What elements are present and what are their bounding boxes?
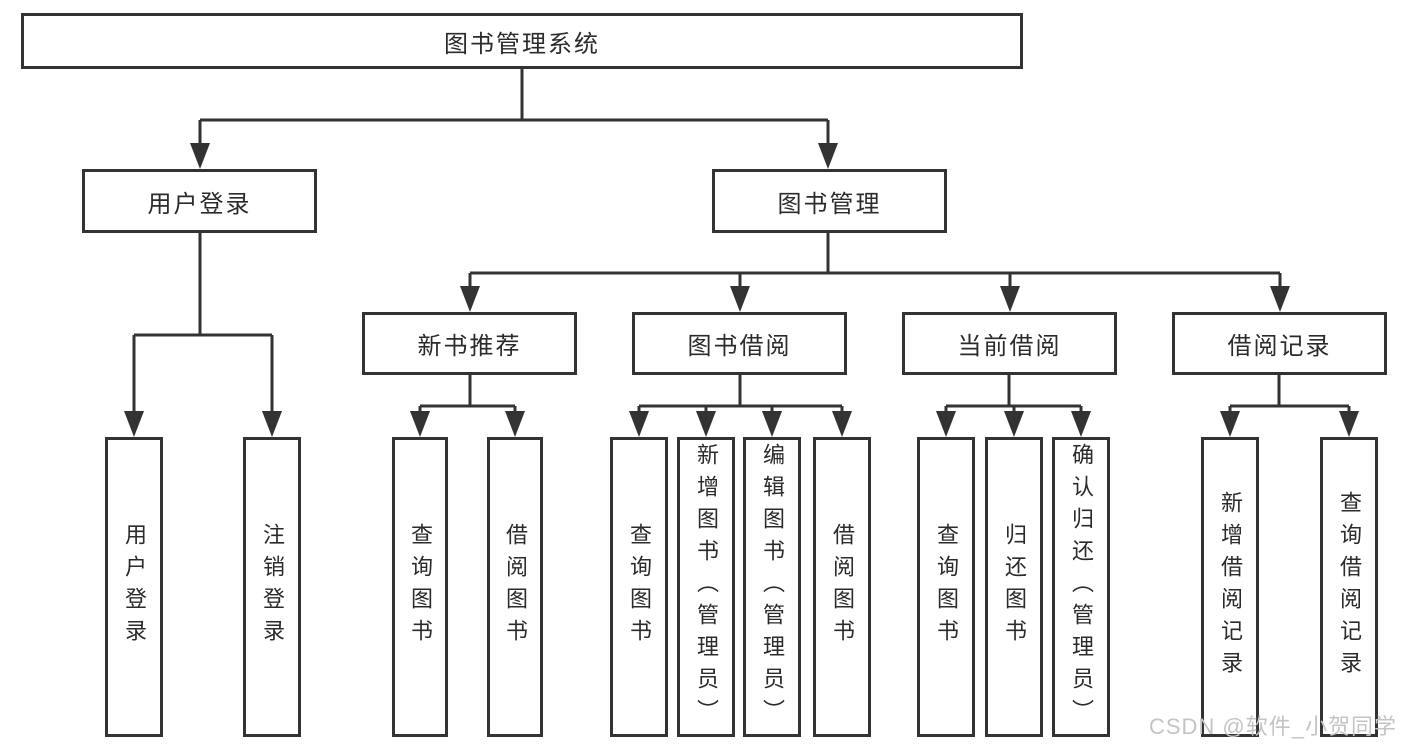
leaf-label: 归还图书 [1002,523,1027,651]
leaf-label: 查询图书 [934,523,959,651]
leaf-query-books-borrow: 查询图书 [610,437,668,737]
node-book-management: 图书管理 [712,169,947,233]
leaf-label: 借阅图书 [830,523,855,651]
leaf-borrow-books: 借阅图书 [813,437,871,737]
node-label: 当前借阅 [957,333,1062,360]
leaf-label: 新增借阅记录 [1218,491,1243,683]
leaf-query-books-current: 查询图书 [917,437,975,737]
leaf-confirm-return-admin: 确认归还（管理员） [1052,437,1110,737]
leaf-query-borrow-record: 查询借阅记录 [1320,437,1378,737]
node-borrow-records: 借阅记录 [1172,312,1387,375]
leaf-label: 用户登录 [122,523,147,651]
leaf-label: 借阅图书 [503,523,528,651]
leaf-add-borrow-record: 新增借阅记录 [1201,437,1259,737]
node-current-borrowing: 当前借阅 [902,312,1117,375]
node-user-login: 用户登录 [82,169,317,233]
leaf-edit-books-admin: 编辑图书（管理员） [743,437,801,737]
node-label: 新书推荐 [417,333,522,360]
leaf-query-books-recommend: 查询图书 [392,437,448,737]
leaf-user-login: 用户登录 [105,437,163,737]
leaf-borrow-books-recommend: 借阅图书 [487,437,543,737]
node-book-borrowing: 图书借阅 [632,312,847,375]
node-label: 借阅记录 [1227,333,1332,360]
node-label: 图书借阅 [687,333,792,360]
leaf-label: 查询借阅记录 [1337,491,1362,683]
node-label: 用户登录 [147,190,252,218]
leaf-label: 确认归还（管理员） [1069,443,1094,731]
node-label: 图书管理系统 [444,30,600,58]
leaf-return-books: 归还图书 [985,437,1043,737]
node-new-book-recommend: 新书推荐 [362,312,577,375]
leaf-logout: 注销登录 [243,437,301,737]
leaf-label: 查询图书 [627,523,652,651]
csdn-watermark: CSDN @软件_小贺同学 [1148,714,1397,739]
leaf-label: 新增图书（管理员） [694,443,719,731]
leaf-label: 查询图书 [408,523,433,651]
leaf-add-books-admin: 新增图书（管理员） [677,437,735,737]
node-label: 图书管理 [777,190,882,218]
leaf-label: 编辑图书（管理员） [760,443,785,731]
leaf-label: 注销登录 [260,523,285,651]
node-root-library-system: 图书管理系统 [21,13,1023,69]
